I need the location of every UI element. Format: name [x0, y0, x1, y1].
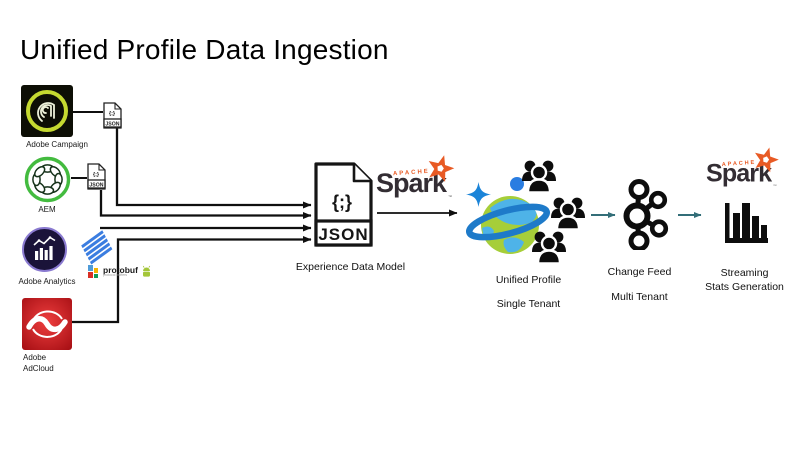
- json-file-icon: {;} JSON: [103, 102, 122, 129]
- unified-profile-label: Unified Profile: [495, 274, 562, 286]
- spark-star-icon: [755, 147, 779, 173]
- source-label-adcloud: Adobe AdCloud: [23, 352, 83, 374]
- protobuf-logo: protobuf protocol buffers: [88, 264, 152, 279]
- edm-json-file-icon: {;} JSON: [314, 162, 373, 247]
- data-panel-icon: [81, 230, 113, 265]
- unified-profile-icon: [465, 159, 587, 265]
- globe-dot: [510, 177, 524, 191]
- change-feed-label: Change Feed: [607, 266, 672, 278]
- apache-spark-logo: APACHE Spark ™: [376, 155, 460, 210]
- svg-text:{;}: {;}: [109, 111, 116, 117]
- globe-icon: [465, 177, 551, 254]
- connector-campaign-to-edm: [115, 128, 312, 209]
- svg-text:JSON: JSON: [89, 183, 103, 189]
- sparkle-icon: [466, 182, 491, 207]
- svg-text:JSON: JSON: [105, 122, 119, 128]
- people-group-icon: [549, 196, 587, 231]
- protobuf-name: protobuf: [103, 264, 138, 275]
- protobuf-tagline: protocol buffers: [103, 273, 128, 277]
- adobe-analytics-icon: [22, 227, 67, 272]
- adcloud-label-line2: AdCloud: [23, 364, 54, 373]
- stats-generation-label: Stats Generation: [705, 281, 784, 293]
- people-group-icon: [530, 230, 568, 265]
- aem-icon: [24, 156, 71, 203]
- svg-text:{;}: {;}: [332, 192, 352, 212]
- streaming-label: Streaming: [720, 267, 769, 279]
- people-group-icon: [520, 159, 558, 194]
- kafka-change-feed-icon: [623, 179, 669, 250]
- android-icon: [142, 265, 151, 277]
- stats-bar-chart-icon: [725, 203, 768, 243]
- spark-star-icon: [428, 155, 455, 182]
- svg-text:JSON: JSON: [318, 225, 368, 244]
- protobuf-icon: [88, 265, 98, 278]
- spark-tm-text: ™: [772, 183, 777, 189]
- source-label-aem: AEM: [38, 205, 56, 214]
- multi-tenant-label: Multi Tenant: [611, 291, 668, 303]
- single-tenant-label: Single Tenant: [496, 298, 561, 310]
- connector-aem-to-edm: [99, 190, 312, 219]
- svg-text:{;}: {;}: [93, 172, 100, 178]
- json-file-icon: {;} JSON: [87, 163, 106, 190]
- spark-tm-text: ™: [448, 194, 452, 199]
- page-title: Unified Profile Data Ingestion: [20, 34, 389, 65]
- edm-caption: Experience Data Model: [295, 261, 406, 273]
- apache-spark-logo: APACHE Spark ™: [706, 147, 784, 198]
- adobe-campaign-icon: [21, 85, 73, 137]
- adcloud-label-line1: Adobe: [23, 353, 47, 362]
- adobe-adcloud-icon: [22, 298, 72, 350]
- connector-adcloud-to-edm: [72, 236, 312, 324]
- source-label-campaign: Adobe Campaign: [26, 140, 88, 149]
- source-label-analytics: Adobe Analytics: [18, 277, 76, 286]
